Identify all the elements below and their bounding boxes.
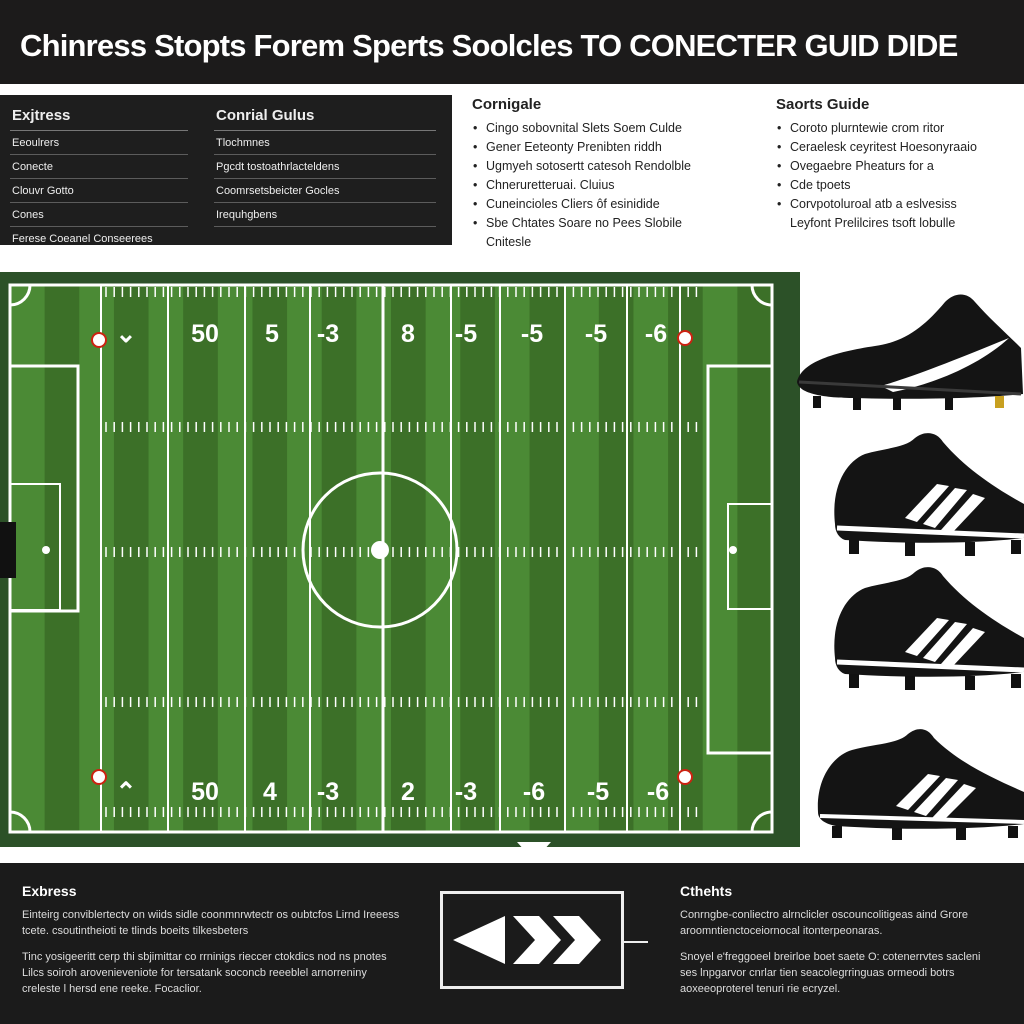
turf-stripe	[356, 285, 392, 832]
yard-number: 50	[191, 320, 219, 348]
info-row: Coomrsetsbeicter Gocles	[214, 179, 436, 203]
footer-express-column: Exbress Einteirg conviblertectv on wiids…	[22, 883, 402, 1007]
yard-number: -5	[455, 320, 477, 348]
info-row: Ferese Coeanel Conseerees	[12, 233, 153, 245]
info-row: Conecte	[10, 155, 188, 179]
turf-stripe	[148, 285, 184, 832]
yard-number: -6	[645, 320, 667, 348]
info-row: Eeoulrers	[10, 131, 188, 155]
double-chevron-arrow-icon	[440, 891, 624, 989]
cleat-black-swoosh-icon	[797, 294, 1023, 410]
field-arrow-glyph: ⌄	[116, 320, 137, 348]
yard-number: -5	[587, 778, 609, 806]
info-column-express: Exjtress Eeoulrers Conecte Clouvr Gotto …	[10, 103, 188, 250]
turf-stripe	[79, 285, 115, 832]
cleat-three-stripe-icon	[834, 433, 1024, 556]
info-row: Pgcdt tostoathrlacteldens	[214, 155, 436, 179]
list-item-continuation: Cnitesle	[486, 235, 532, 249]
yard-number: 5	[265, 320, 279, 348]
turf-stripe	[460, 285, 496, 832]
list-title: Cornigale	[472, 96, 542, 113]
turf-stripe	[598, 285, 634, 832]
yard-number: -5	[521, 320, 543, 348]
yard-number: 50	[191, 778, 219, 806]
footer-panel: Exbress Einteirg conviblertectv on wiids…	[0, 863, 1024, 1024]
turf-stripe	[217, 285, 253, 832]
list-item: Cingo sobovnital Slets Soem Culde	[473, 119, 762, 138]
arrow-connector-line	[624, 941, 648, 943]
list-item: Cde tpoets	[777, 176, 1016, 195]
turf-stripe	[737, 285, 773, 832]
yard-number: -6	[647, 778, 669, 806]
yard-number: 8	[401, 320, 415, 348]
info-table-panel: Exjtress Eeoulrers Conecte Clouvr Gotto …	[0, 95, 452, 245]
turf-stripe	[113, 285, 150, 832]
turf-stripe	[44, 285, 80, 832]
page-title: Chinress Stopts Forem Sperts Soolcles TO…	[20, 28, 958, 63]
header-banner: Chinress Stopts Forem Sperts Soolcles TO…	[0, 0, 1024, 84]
info-column-title: Exjtress	[10, 103, 188, 131]
info-row: Cones	[10, 203, 188, 227]
info-row: Clouvr Gotto	[10, 179, 188, 203]
cleat-three-stripe-icon	[834, 567, 1024, 690]
football-field: ⌄ ⌃ 50 5 -3 8 -5 -5 -5 -6 50 4 -3 2 -3 -…	[0, 272, 800, 847]
yard-number: -5	[585, 320, 607, 348]
list-title: Saorts Guide	[776, 96, 870, 113]
yard-number: 2	[401, 778, 415, 806]
footer-paragraph: Einteirg conviblertectv on wiids sidle c…	[22, 909, 400, 937]
info-row: Tlochmnes	[214, 131, 436, 155]
info-column-title: Conrial Gulus	[214, 103, 436, 131]
turf-stripe	[183, 285, 219, 832]
field-diagram: ⌄ ⌃ 50 5 -3 8 -5 -5 -5 -6 50 4 -3 2 -3 -…	[0, 272, 800, 847]
list-item: Sbe Chtates Soare no Pees Slobile	[473, 214, 762, 233]
yard-number: -3	[317, 778, 339, 806]
yard-number: 4	[263, 778, 277, 806]
footer-paragraph: Tinc yosigeeritt cerp thi sbjimittar co …	[22, 951, 387, 995]
turf-stripe	[564, 285, 600, 832]
list-item: Ceraelesk ceyritest Hoesonyraaio	[777, 138, 1016, 157]
list-item: Chneruretteruai. Cluius	[473, 176, 762, 195]
list-item: Ugmyeh sotosertt catesoh Rendolble	[473, 157, 762, 176]
footer-paragraph: Snoyel e'freggoeel breirloe boet saete O…	[680, 951, 981, 995]
footer-paragraph: Conrngbe-conliectro alrnclicler oscounco…	[680, 909, 968, 937]
list-item: Coroto plurntewie crom ritor	[777, 119, 1016, 138]
turf-stripe	[529, 285, 565, 832]
footer-column-title: Exbress	[22, 883, 77, 899]
list-item: Corvpotoluroal atb a eslvesiss	[777, 195, 1016, 214]
footer-others-column: Cthehts Conrngbe-conliectro alrnclicler …	[680, 883, 1000, 1007]
list-item: Cuneincioles Cliers ôf esinidide	[473, 195, 762, 214]
field-arrow-glyph: ⌃	[116, 778, 137, 806]
turf-stripe	[391, 285, 427, 832]
yard-number: -3	[455, 778, 477, 806]
footer-column-title: Cthehts	[680, 883, 733, 899]
yard-number: -6	[523, 778, 545, 806]
chevron-down-icon	[517, 842, 551, 861]
list-item: Ovegaebre Pheaturs for a	[777, 157, 1016, 176]
list-item-continuation: Leyfont Prelilcires tsoft lobulle	[790, 216, 956, 230]
cleat-three-stripe-icon	[817, 729, 1024, 840]
turf-stripe	[321, 285, 357, 832]
yard-number: -3	[317, 320, 339, 348]
info-column-conrial: Conrial Gulus Tlochmnes Pgcdt tostoathrl…	[214, 103, 436, 227]
turf-stripe	[633, 285, 669, 832]
turf-stripe	[425, 285, 461, 832]
turf-stripe	[668, 285, 704, 832]
turf-stripe	[252, 285, 288, 832]
list-item: Gener Eeteonty Prenibten riddh	[473, 138, 762, 157]
info-row: Irequhgbens	[214, 203, 436, 227]
sports-guide-list: Saorts Guide Coroto plurntewie crom rito…	[776, 96, 1016, 232]
cornigale-list: Cornigale Cingo sobovnital Slets Soem Cu…	[472, 96, 762, 251]
